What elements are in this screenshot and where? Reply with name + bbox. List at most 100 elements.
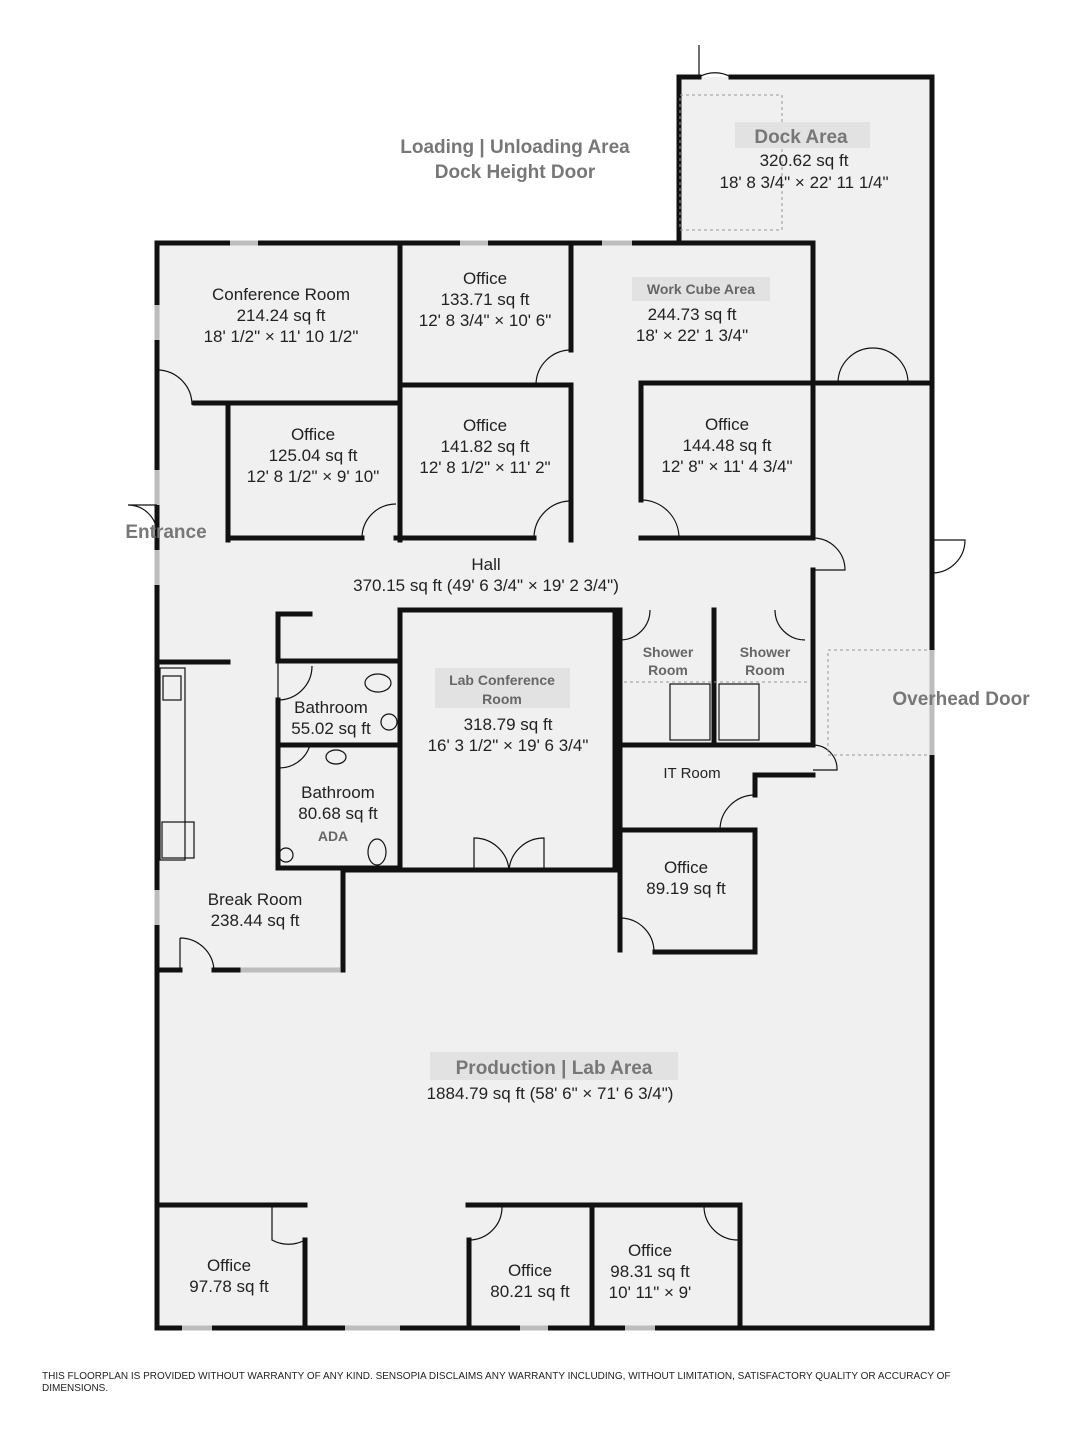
dock-area-dims: 18' 8 3/4" × 22' 11 1/4" <box>719 173 888 192</box>
overhead-door-label: Overhead Door <box>892 689 1030 710</box>
kitchen-counter <box>159 667 186 861</box>
office-top-dims: 12' 8 3/4" × 10' 6" <box>419 311 551 330</box>
shower2-line2: Room <box>745 662 785 678</box>
lab-conf-size: 318.79 sq ft <box>464 715 553 734</box>
office-89-name: Office <box>664 858 708 877</box>
lab-conf-line2: Room <box>482 691 522 707</box>
dock-floor <box>679 77 932 247</box>
door-swing <box>533 500 572 539</box>
work-cube-name: Work Cube Area <box>647 281 755 297</box>
label-tag <box>435 668 570 708</box>
work-cube-dims: 18' × 22' 1 3/4" <box>636 326 748 345</box>
office-right-size: 144.48 sq ft <box>683 436 772 455</box>
door-swing <box>271 1205 306 1245</box>
break-room-name: Break Room <box>208 890 302 909</box>
office-98-name: Office <box>628 1241 672 1260</box>
double-door-swing <box>473 837 545 871</box>
double-door-swing <box>837 347 909 384</box>
lab-conf-dims: 16' 3 1/2" × 19' 6 3/4" <box>428 736 589 755</box>
dock-wall-right <box>728 74 935 386</box>
conference-room-size: 214.24 sq ft <box>237 306 326 325</box>
office-left-name: Office <box>291 425 335 444</box>
office-left-size: 125.04 sq ft <box>269 446 358 465</box>
door-swing <box>812 537 846 571</box>
conference-room-dims: 18' 1/2" × 11' 10 1/2" <box>204 327 359 346</box>
overhead-door-dashed <box>827 649 931 756</box>
conference-room-name: Conference Room <box>212 285 350 304</box>
sink-icon <box>380 713 398 731</box>
door-swing <box>277 744 311 769</box>
wall <box>275 611 403 664</box>
shower2-line1: Shower <box>740 644 791 660</box>
dock-door-swing <box>698 45 732 78</box>
office-mid-dims: 12' 8 1/2" × 11' 2" <box>419 458 550 477</box>
office-97-size: 97.78 sq ft <box>189 1277 269 1296</box>
stove-icon <box>161 821 195 859</box>
dock-height-door-label: Dock Height Door <box>435 162 596 183</box>
bathroom1-name: Bathroom <box>294 698 368 717</box>
door-swing <box>277 661 313 701</box>
door-swing <box>774 609 806 641</box>
dock-area-size: 320.62 sq ft <box>760 151 849 170</box>
label-tag <box>430 1052 678 1080</box>
office-98-dims: 10' 11" × 9' <box>609 1283 692 1302</box>
bathroom2-size: 80.68 sq ft <box>298 804 378 823</box>
dock-wall <box>676 74 702 246</box>
toilet-icon <box>364 673 392 693</box>
lab-conf-line1: Lab Conference <box>449 672 555 688</box>
door-swing <box>812 744 838 771</box>
break-room-size: 238.44 sq ft <box>211 911 300 930</box>
entrance-door-swing <box>156 369 193 406</box>
sink-icon <box>278 847 294 863</box>
toilet-icon <box>367 838 387 866</box>
office-right-name: Office <box>705 415 749 434</box>
production-name: Production | Lab Area <box>456 1058 653 1079</box>
hall-size: 370.15 sq ft (49' 6 3/4" × 19' 2 3/4") <box>353 576 619 595</box>
door-swing <box>535 349 572 386</box>
door-swing <box>931 539 966 574</box>
office-right-dims: 12' 8" × 11' 4 3/4" <box>661 457 792 476</box>
shower-stall <box>718 683 760 741</box>
sink-icon <box>325 749 347 765</box>
hall-name: Hall <box>471 555 500 574</box>
production-size: 1884.79 sq ft (58' 6" × 71' 6 3/4") <box>427 1084 674 1103</box>
office-mid-name: Office <box>463 416 507 435</box>
loading-area-label: Loading | Unloading Area <box>400 137 630 158</box>
office-97-name: Office <box>207 1256 251 1275</box>
dock-area-name: Dock Area <box>754 127 848 148</box>
bathroom2-note: ADA <box>318 828 348 844</box>
office-mid-size: 141.82 sq ft <box>441 437 530 456</box>
main-floor <box>157 243 932 1328</box>
bathroom1-size: 55.02 sq ft <box>291 719 371 738</box>
it-room-name: IT Room <box>663 765 720 782</box>
dock-dashed-outline <box>679 94 783 231</box>
office-top-size: 133.71 sq ft <box>441 290 530 309</box>
work-cube-size: 244.73 sq ft <box>648 305 737 324</box>
door-swing <box>179 937 215 971</box>
office-98-size: 98.31 sq ft <box>610 1262 690 1281</box>
bathroom2-name: Bathroom <box>301 783 375 802</box>
door-swing <box>703 1206 739 1241</box>
shower-stall <box>669 683 711 741</box>
entrance-side-door <box>127 504 158 535</box>
office-89-size: 89.19 sq ft <box>646 879 726 898</box>
shower1-line2: Room <box>648 662 688 678</box>
label-tag <box>735 122 870 148</box>
door-swing <box>361 503 397 539</box>
exterior-wall <box>154 240 935 1331</box>
entrance-label: Entrance <box>125 522 206 543</box>
disclaimer-text: THIS FLOORPLAN IS PROVIDED WITHOUT WARRA… <box>42 1371 951 1394</box>
door-swing <box>640 499 680 539</box>
door-swing <box>719 794 756 831</box>
office-left-dims: 12' 8 1/2" × 9' 10" <box>247 467 379 486</box>
shower1-line1: Shower <box>643 644 694 660</box>
door-swing <box>468 1206 503 1241</box>
office-top-name: Office <box>463 269 507 288</box>
label-tag <box>632 277 770 301</box>
office-80-size: 80.21 sq ft <box>490 1282 570 1301</box>
kitchen-sink-icon <box>162 675 182 701</box>
office-80-name: Office <box>508 1261 552 1280</box>
door-swing <box>619 917 655 953</box>
door-swing <box>619 609 651 641</box>
